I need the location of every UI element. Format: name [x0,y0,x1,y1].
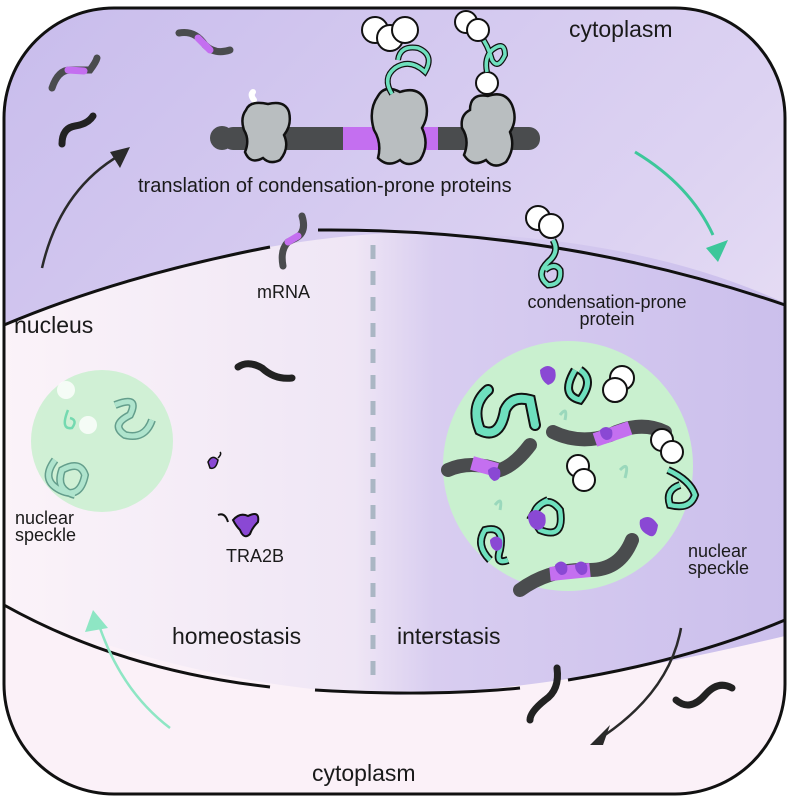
cytoplasm-mrna-2 [175,29,234,56]
label-translation: translation of condensation-prone protei… [138,175,512,197]
polysome [210,10,540,167]
nascent-protein-3 [478,33,507,73]
nascent-domain-3 [475,71,499,95]
label-condensation-line1: condensation-prone [527,292,687,312]
recovery-arrow-head [85,610,108,632]
nuclear-envelope-bottom-mid [314,686,521,695]
folded-domain-3 [466,18,490,42]
label-condensation-prone-protein: condensation-prone protein [522,292,692,330]
label-cytoplasm-bottom: cytoplasm [312,760,416,786]
cell-membrane [2,6,787,796]
nucleus-mrna [234,360,296,382]
label-speckle-left-line2: speckle [15,525,77,546]
nuclear-envelope-bottom-right [567,618,786,682]
nascent-protein-2 [385,45,431,95]
efflux-arrow-shaft [604,627,683,737]
label-cytoplasm-top: cytoplasm [569,16,673,42]
label-interstasis: interstasis [397,623,501,649]
tra2b-protein [217,513,260,538]
label-nuclear-speckle-left: nuclear speckle [15,508,77,546]
label-homeostasis: homeostasis [172,623,302,649]
nuclear-envelope-top-left [3,245,271,327]
ribosome-2 [370,87,429,166]
nascent-peptide [248,89,257,103]
label-nucleus: nucleus [14,312,94,338]
recovery-arrow-shaft [96,621,171,729]
label-mrna: mRNA [257,282,310,302]
speckle-right-contents [441,365,700,597]
exiting-mrna-1 [526,664,561,724]
label-speckle-right-line2: speckle [688,558,750,579]
ribosome-3 [460,93,516,167]
exiting-mrna-2 [672,681,736,709]
ribosome-1 [241,101,292,164]
label-condensation-line2: protein [579,309,635,330]
speckle-left-contents [44,381,156,499]
label-nuclear-speckle-right: nuclear speckle [688,541,750,579]
pore-mrna [278,212,307,270]
efflux-arrow-head [590,725,610,745]
import-arrow-head [706,240,728,262]
folded-domain-2 [391,16,419,44]
export-arrow-shaft [40,153,121,269]
label-speckle-right-line1: nuclear [688,541,748,561]
cytoplasm-mrna-3 [58,112,97,148]
import-arrow-shaft [634,150,715,236]
condensation-prone-protein [525,205,564,289]
export-arrow-head [110,147,130,168]
label-speckle-left-line1: nuclear [15,508,75,528]
label-tra2b: TRA2B [226,546,285,566]
tra2b-small [207,451,222,470]
nuclear-envelope-bottom-left [3,603,271,689]
nuclear-speckle-left [31,370,173,512]
cytoplasm-mrna-1 [48,54,101,92]
